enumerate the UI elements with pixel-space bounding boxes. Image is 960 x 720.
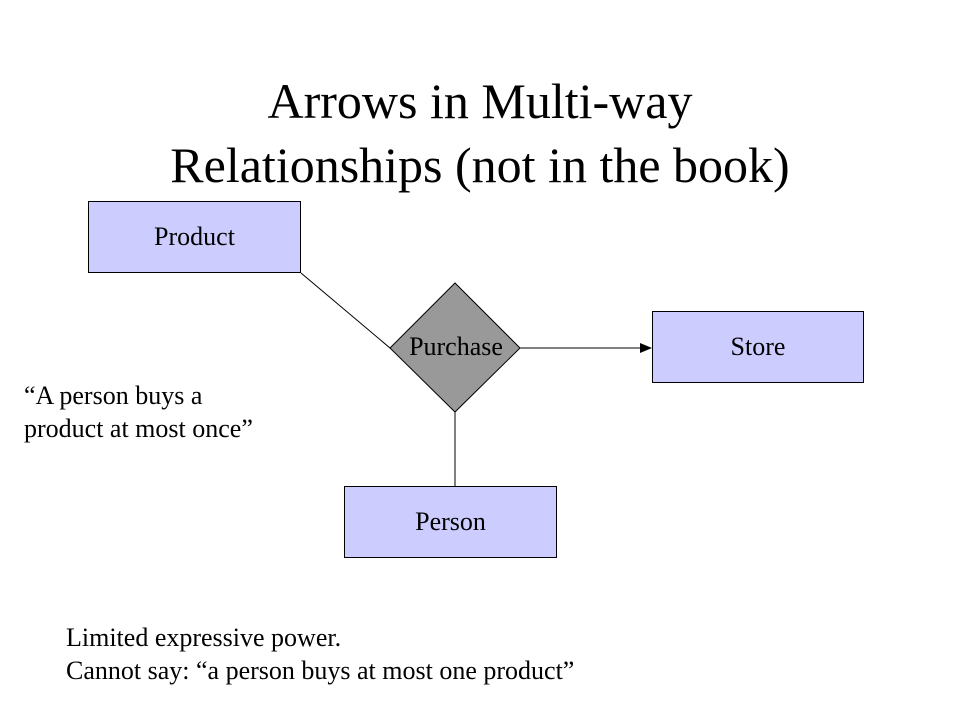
entity-store-label: Store — [730, 332, 786, 361]
title-line-2: Relationships (not in the book) — [170, 137, 790, 193]
entity-product-label: Product — [154, 222, 235, 251]
constraint-note: “A person buys a product at most once” — [24, 379, 253, 445]
entity-person: Person — [344, 486, 557, 558]
entity-person-label: Person — [415, 507, 486, 536]
constraint-note-line-1: “A person buys a — [24, 381, 203, 410]
entity-product: Product — [88, 201, 301, 273]
relationship-diamond — [389, 282, 521, 413]
limitation-note-line-2: Cannot say: “a person buys at most one p… — [66, 656, 575, 685]
limitation-note-line-1: Limited expressive power. — [66, 623, 342, 652]
title-line-1: Arrows in Multi-way — [267, 73, 693, 129]
relationship-label: Purchase — [409, 332, 503, 361]
constraint-note-line-2: product at most once” — [24, 414, 253, 443]
limitation-note: Limited expressive power. Cannot say: “a… — [66, 621, 574, 687]
product-purchase-connector — [300, 272, 391, 349]
entity-store: Store — [652, 311, 864, 383]
